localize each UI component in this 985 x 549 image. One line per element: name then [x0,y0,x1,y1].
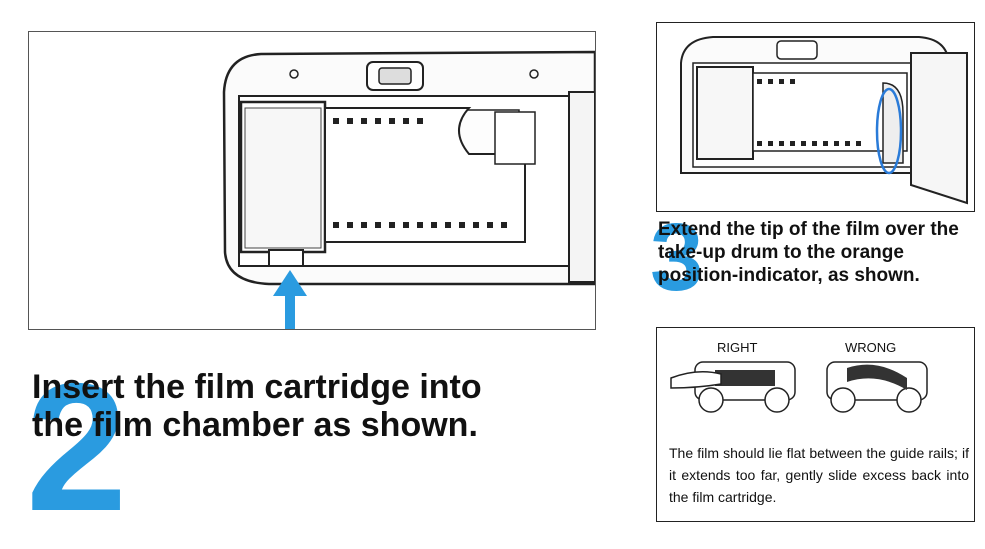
tip-box: RIGHT WRONG The film should lie flat bet… [656,327,975,522]
camera-back-open-illustration [680,36,968,205]
figure-extend-film-tip [656,22,975,212]
wrong-label: WRONG [845,340,897,355]
step-2-title: Insert the film cartridge into the film … [32,368,602,444]
right-wrong-illustration [670,361,928,413]
step-2-title-line-2: the film chamber as shown. [32,406,478,444]
step-number-3: 3 [650,204,704,311]
step-2-title-line-1: Insert the film cartridge into [32,368,482,406]
tip-text: The film should lie flat between the gui… [669,445,969,505]
figure-insert-cartridge [28,31,596,330]
wrong-example-icon [826,361,928,413]
right-label: RIGHT [717,340,758,355]
insert-arrow-icon [273,270,307,329]
right-example-icon [670,361,796,413]
step-3-title: Extend the tip of the film over the take… [658,219,959,286]
camera-back-illustration [222,50,595,329]
position-indicator-highlight [875,87,903,175]
step-number-2: 2 [26,345,128,549]
